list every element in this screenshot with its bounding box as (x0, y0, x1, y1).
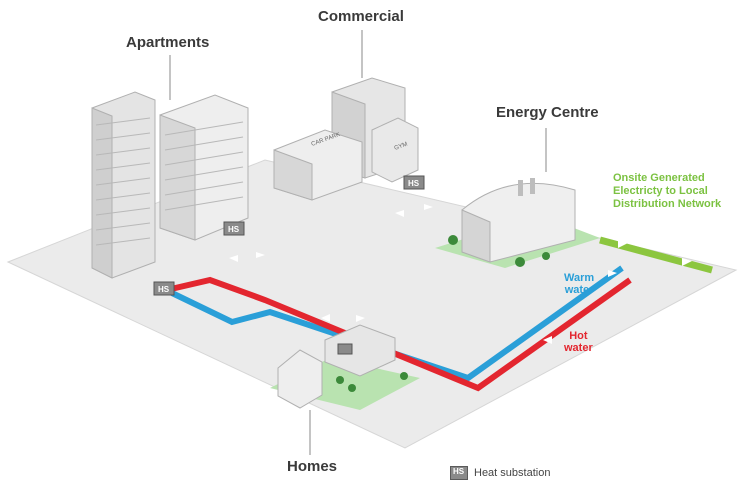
heat-substation-commercial: HS (403, 175, 425, 190)
hot-arrow-2 (321, 314, 330, 322)
onsite-electricity-label: Onsite Generated Electricty to Local Dis… (613, 172, 721, 211)
legend: HS Heat substation (450, 466, 550, 480)
electricity-arrow-1 (618, 240, 628, 248)
onsite-line-3: Distribution Network (613, 198, 722, 210)
onsite-line-1: Onsite Generated (613, 172, 705, 184)
apartments-label: Apartments (126, 34, 210, 51)
hs-icon-text: HS (453, 467, 465, 476)
heat-substation-homes (337, 343, 353, 355)
hot-line-1: Hot (569, 330, 588, 342)
warm-arrow-3 (256, 252, 265, 258)
heat-substation-apartments-left: HS (153, 281, 175, 296)
homes-buildings (277, 324, 408, 455)
legend-heat-substation-label: Heat substation (474, 467, 551, 479)
commercial-buildings (273, 30, 419, 201)
heat-substation-apartments-right: HS (223, 221, 245, 236)
svg-text:HS: HS (408, 179, 420, 188)
hot-water-pipe (157, 276, 632, 392)
svg-text:HS: HS (228, 225, 240, 234)
energy-centre-building (448, 128, 576, 267)
commercial-label: Commercial (318, 8, 404, 25)
warm-water-pipe (170, 265, 624, 382)
warm-line-2: water (564, 284, 594, 296)
hot-line-2: water (564, 342, 593, 354)
homes-label: Homes (287, 458, 338, 475)
hot-arrow-4 (395, 210, 404, 217)
apartments-building (91, 55, 249, 279)
warm-line-1: Warm (564, 272, 595, 284)
electricity-arrow-2 (682, 258, 692, 266)
warm-arrow-4 (424, 204, 433, 210)
hot-arrow-1 (543, 336, 552, 344)
heat-substation-icon: HS (450, 466, 468, 480)
svg-text:HS: HS (158, 285, 170, 294)
onsite-line-2: Electricty to Local (613, 185, 708, 197)
warm-water-label: Warm water (564, 272, 594, 296)
energy-centre-label: Energy Centre (496, 104, 599, 121)
warm-arrow-1 (608, 270, 617, 277)
warm-arrow-2 (356, 315, 365, 322)
hot-water-label: Hot water (564, 330, 593, 354)
gym-sign: GYM (394, 142, 409, 152)
hot-arrow-3 (229, 255, 238, 262)
